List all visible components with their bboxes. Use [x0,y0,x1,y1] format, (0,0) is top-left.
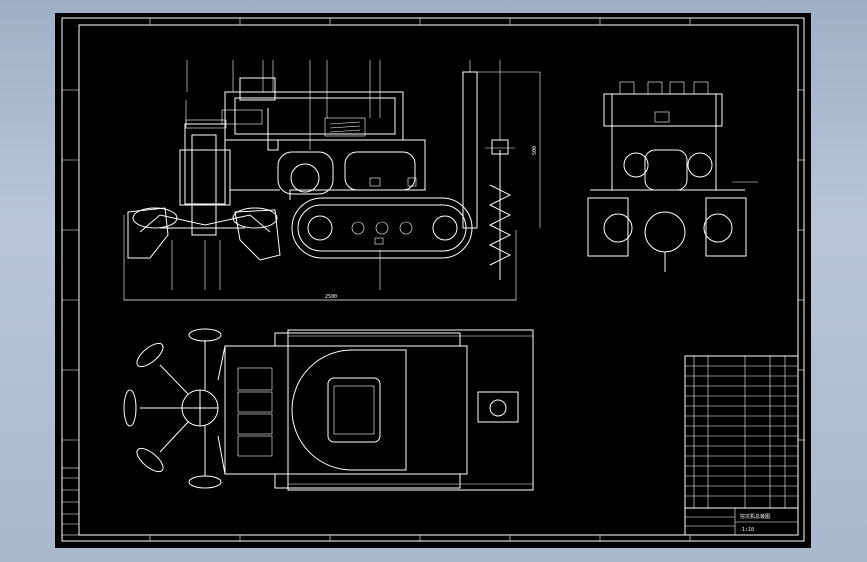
plan-view [123,328,534,491]
sheet-border-outer [61,17,805,542]
end-view [587,81,758,272]
zone-ticks-bottom [149,535,691,541]
dimension-horizontal: 2500 [325,294,337,300]
dimension-vertical: 500 [532,146,538,155]
side-view: 2500 500 [123,60,541,301]
title-block-scale: 1:10 [742,527,754,533]
sheet-border-inner [78,24,799,536]
zone-ticks-left [62,89,79,441]
zone-ticks-top [149,18,691,25]
title-block-label: 挖坑机总装图 [740,513,770,520]
parts-list [684,355,799,509]
revision-table-left [61,467,80,536]
title-block: 挖坑机总装图 1:10 [684,507,799,536]
zone-ticks-right [798,89,804,441]
